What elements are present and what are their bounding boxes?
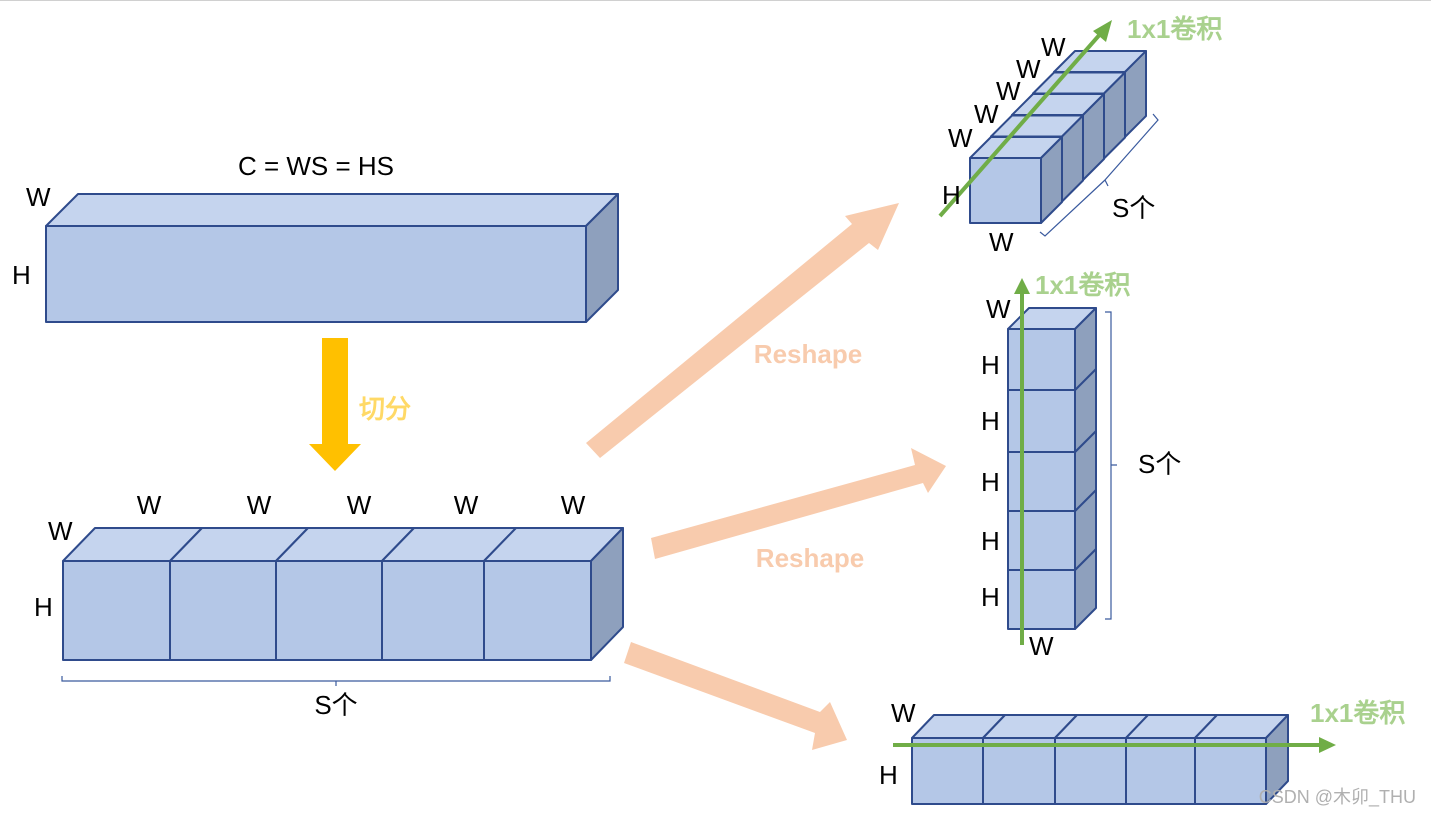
split-arrow	[309, 338, 361, 471]
depth-label-h: H	[942, 180, 961, 210]
reshape-arrow-down	[624, 642, 847, 750]
horizontal-conv-label: 1x1卷积	[1310, 698, 1405, 728]
split-brace	[61, 676, 611, 686]
reshape-arrow-up	[586, 203, 899, 458]
split-block-label-h: H	[34, 592, 53, 622]
horizontal-cube-2-front	[982, 737, 1056, 805]
split-block	[62, 527, 624, 661]
vertical-stack	[1007, 307, 1097, 630]
vertical-label-h-5: H	[981, 582, 1000, 612]
split-segment-3-front	[275, 560, 383, 661]
depth-label-w-bottom: W	[989, 227, 1014, 257]
depth-label-w-4: W	[974, 99, 999, 129]
split-top-label-3: W	[347, 490, 372, 520]
vertical-count-label: S个	[1138, 449, 1181, 479]
split-top-label-1: W	[137, 490, 162, 520]
vertical-cube-5-front	[1007, 569, 1076, 630]
split-block-label-w: W	[48, 516, 73, 546]
main-cuboid-top	[45, 193, 619, 227]
main-cuboid-front	[45, 225, 587, 323]
main-block-label-h: H	[12, 260, 31, 290]
horizontal-label-h: H	[879, 760, 898, 790]
vertical-conv-head	[1014, 278, 1030, 294]
depth-conv-head	[1093, 20, 1112, 42]
depth-cube-5-front	[969, 157, 1042, 224]
split-segment-4-front	[381, 560, 485, 661]
vertical-label-h-1: H	[981, 350, 1000, 380]
split-segment-5-front	[483, 560, 592, 661]
vertical-label-w-top: W	[986, 294, 1011, 324]
vertical-cube-2-front	[1007, 389, 1076, 453]
horizontal-conv-head	[1319, 737, 1336, 753]
split-segment-1-front	[62, 560, 171, 661]
vertical-cube-4-front	[1007, 510, 1076, 571]
vertical-cube-3-front	[1007, 451, 1076, 512]
horizontal-cube-4-front	[1125, 737, 1196, 805]
horizontal-stack	[911, 714, 1289, 805]
depth-stack	[969, 50, 1147, 224]
depth-label-w-1: W	[1041, 32, 1066, 62]
reshape-label-mid: Reshape	[756, 543, 864, 573]
reshape-label-up: Reshape	[754, 339, 862, 369]
horizontal-label-w: W	[891, 698, 916, 728]
horizontal-cube-5-front	[1194, 737, 1267, 805]
horizontal-cube-3-front	[1054, 737, 1127, 805]
depth-conv-label: 1x1卷积	[1127, 14, 1222, 44]
main-block-label-w: W	[26, 182, 51, 212]
vertical-label-h-3: H	[981, 467, 1000, 497]
vertical-label-h-4: H	[981, 526, 1000, 556]
split-segment-2-front	[169, 560, 277, 661]
vertical-conv-label: 1x1卷积	[1035, 270, 1130, 300]
depth-count-label: S个	[1112, 193, 1155, 223]
split-count-label: S个	[314, 690, 357, 720]
reshape-arrow-mid	[651, 448, 946, 559]
watermark: CSDN @木卯_THU	[1259, 787, 1416, 808]
depth-label-w-3: W	[996, 76, 1021, 106]
main-block	[45, 193, 619, 323]
vertical-brace	[1105, 311, 1117, 620]
split-top-label-2: W	[247, 490, 272, 520]
depth-conv-line	[938, 30, 1104, 218]
split-top-label-4: W	[454, 490, 479, 520]
depth-label-w-2: W	[1016, 54, 1041, 84]
vertical-cube-1-front	[1007, 328, 1076, 391]
horizontal-cube-1-front	[911, 737, 984, 805]
vertical-label-h-2: H	[981, 406, 1000, 436]
split-top-label-5: W	[561, 490, 586, 520]
main-block-title: C = WS = HS	[238, 151, 394, 181]
depth-label-w-5: W	[948, 123, 973, 153]
depth-brace	[1039, 113, 1159, 237]
split-label: 切分	[359, 394, 411, 424]
vertical-label-w-bottom: W	[1029, 631, 1054, 661]
